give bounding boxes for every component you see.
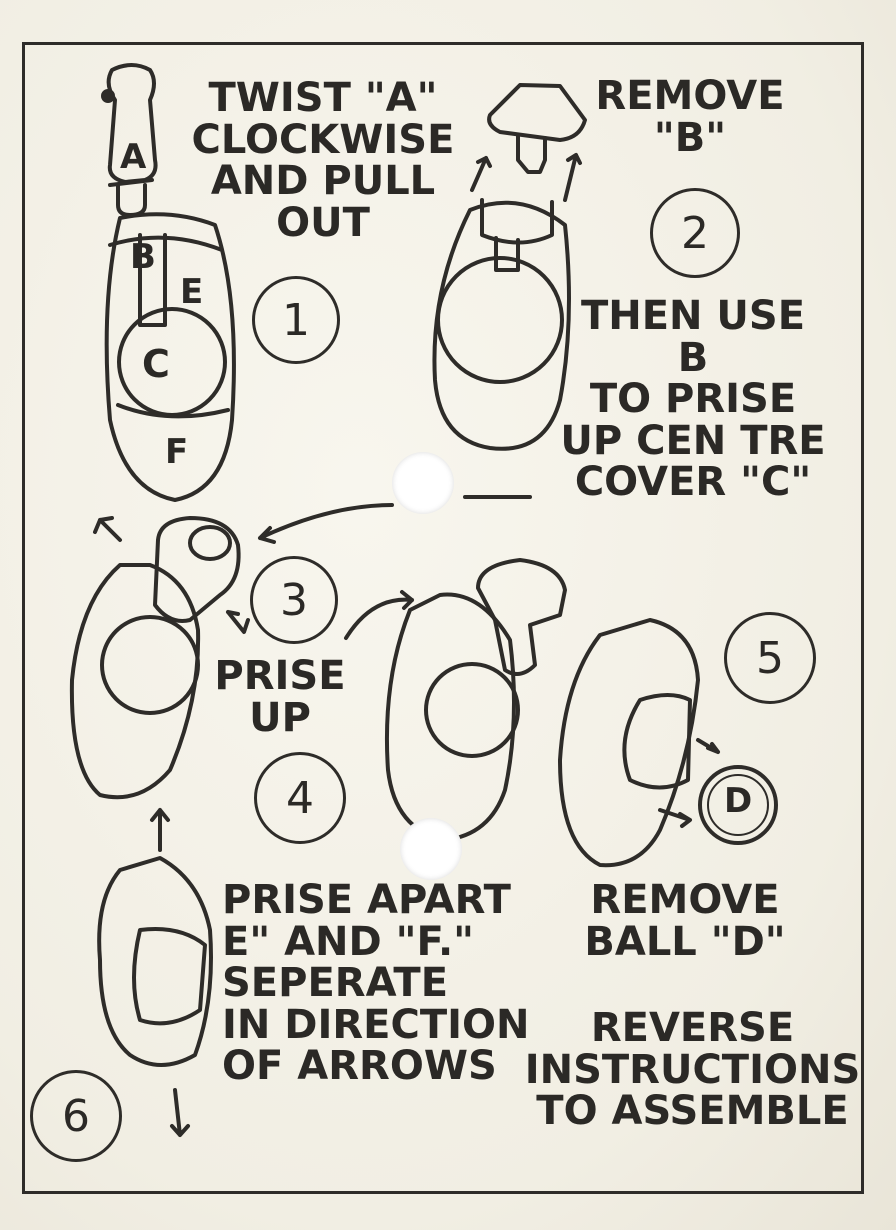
step-6-line-3: SEPERATE <box>222 960 449 1007</box>
step-1-line-2: CLOCKWISE <box>191 116 455 163</box>
step-2-text: THEN USE B TO PRISE UP CEN TRE COVER "C" <box>528 293 858 506</box>
step-2-title: REMOVE "B" <box>580 73 800 161</box>
step-5-line-1: REMOVE <box>590 877 780 923</box>
part-label-c: C <box>142 342 170 386</box>
step-1-text: TWIST "A" CLOCKWISE AND PULL OUT <box>188 75 458 246</box>
step-2-line-1: REMOVE <box>595 73 785 119</box>
step-2-line-6: UP CEN TRE <box>560 417 826 464</box>
step-5-text: REMOVE BALL "D" <box>575 877 795 965</box>
step-5-line-2: BALL "D" <box>584 918 786 965</box>
step-6-line-2: E" AND "F." <box>222 918 474 965</box>
knob-b-drawing <box>470 83 587 202</box>
arrow-3 <box>258 503 394 544</box>
part-label-a: A <box>120 137 147 177</box>
step-1-line-1: TWIST "A" <box>208 75 438 121</box>
footer-text: REVERSE INSTRUCTIONS TO ASSEMBLE <box>505 1005 880 1135</box>
step-3-line-1: PRISE <box>214 653 346 699</box>
step-6-line-1: PRISE APART <box>222 877 511 923</box>
step-2-line-2: "B" <box>653 114 727 161</box>
body-6-drawing <box>97 808 213 1137</box>
step-2-line-4: B <box>677 334 709 381</box>
part-label-d: D <box>724 781 753 821</box>
punch-hole-bottom <box>400 818 462 880</box>
step-2-line-5: TO PRISE <box>589 376 797 423</box>
step-2-line-3: THEN USE <box>580 293 806 339</box>
step-3-number: 3 <box>250 556 338 644</box>
step-2-line-7: COVER "C" <box>574 459 812 506</box>
footer-line-1: REVERSE <box>590 1005 795 1051</box>
footer-line-3: TO ASSEMBLE <box>536 1088 849 1135</box>
step-1-line-4: OUT <box>276 199 370 246</box>
step-6-number: 6 <box>30 1070 122 1162</box>
step-6-text: PRISE APART E" AND "F." SEPERATE IN DIRE… <box>222 877 530 1090</box>
body-4-drawing <box>344 558 567 842</box>
punch-hole-top <box>392 452 454 514</box>
step-1-line-3: AND PULL <box>210 158 436 205</box>
part-label-b: B <box>130 237 156 277</box>
footer-line-2: INSTRUCTIONS <box>524 1046 861 1093</box>
part-label-f: F <box>165 432 189 472</box>
body-5-drawing <box>558 618 778 868</box>
body-2-drawing <box>432 198 571 451</box>
step-3-line-2: UP <box>249 694 311 741</box>
step-6-line-4: IN DIRECTION <box>222 1001 530 1048</box>
card-border <box>22 42 864 1194</box>
step-4-number: 4 <box>254 752 346 844</box>
step-5-number: 5 <box>724 612 816 704</box>
body-1-drawing <box>104 212 236 502</box>
step-1-number: 1 <box>252 276 340 364</box>
step-2-number: 2 <box>650 188 740 278</box>
step-3-text: PRISE UP <box>205 653 355 741</box>
part-label-e: E <box>180 272 204 312</box>
step-6-line-5: OF ARROWS <box>222 1043 497 1090</box>
body-3-drawing <box>69 516 250 800</box>
